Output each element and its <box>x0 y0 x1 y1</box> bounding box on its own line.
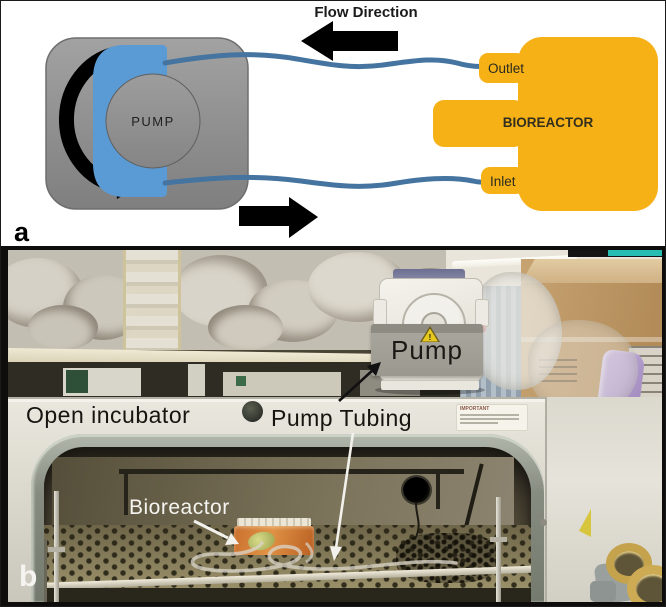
bioreactor-body <box>518 37 658 211</box>
important-sticker: IMPORTANT <box>456 404 528 431</box>
gauge-ring <box>627 565 662 602</box>
tube-top <box>162 52 491 70</box>
pump-label: PUMP <box>131 114 175 129</box>
sticker-title: IMPORTANT <box>460 406 490 412</box>
support-post <box>188 364 205 396</box>
pump-base <box>381 380 479 390</box>
rod-clamp <box>48 547 65 552</box>
bioreactor-shape <box>433 37 658 211</box>
back-rail-post <box>436 469 440 509</box>
panel-b-label: b <box>19 560 38 593</box>
stored-box-mark <box>236 376 246 386</box>
pump-tubing-label: Pump Tubing <box>271 405 413 431</box>
gauge-valve <box>590 581 616 602</box>
door-knob <box>242 401 263 422</box>
bioreactor-arrow-white <box>193 519 239 545</box>
port-wire <box>415 502 420 538</box>
peristaltic-pump: ! Pump <box>371 269 489 395</box>
access-port <box>403 477 430 503</box>
tubing-and-wires <box>190 502 458 573</box>
tube-bottom <box>162 174 492 189</box>
outlet-label: Outlet <box>488 61 524 76</box>
teal-strip <box>608 250 662 256</box>
bioreactor-inlet-tab <box>481 167 525 194</box>
panel-a-label: a <box>14 217 30 246</box>
shelf-rod-right <box>496 497 501 602</box>
flow-direction-label: Flow Direction <box>314 4 417 21</box>
flow-arrow-left-icon <box>301 21 398 61</box>
rotation-arrow-icon <box>58 46 117 192</box>
door-opening <box>44 447 531 602</box>
panel-a-diagram: Flow Direction PUMP Outlet Inlet BIOREAC… <box>14 4 658 246</box>
bioreactor-outlet-tab <box>479 53 525 83</box>
pump-shadow <box>375 385 485 395</box>
shelf-rod-left <box>54 491 59 602</box>
back-rail-post <box>124 469 128 515</box>
annotation-arrows <box>193 362 381 561</box>
flow-arrow-bottom-icon <box>239 197 318 238</box>
stored-box-green <box>66 370 88 393</box>
tray-sleeve <box>123 250 181 350</box>
sticker-text-line <box>460 422 499 424</box>
back-rail <box>119 469 464 474</box>
screw <box>540 519 547 526</box>
box-tape <box>521 337 662 342</box>
sticker-text-line <box>460 414 519 416</box>
open-incubator-label: Open incubator <box>26 402 191 428</box>
pump-arrow-black <box>338 362 381 402</box>
rod-clamp <box>490 537 507 542</box>
below-shelf <box>44 588 531 602</box>
tubing-arrow-white <box>330 432 355 561</box>
bioreactor-left-tab <box>433 100 525 147</box>
bioreactor-label: BIOREACTOR <box>503 115 594 130</box>
clear-tubing-drop <box>304 541 314 564</box>
pump-circle <box>105 73 201 169</box>
pump-photo-label: Pump <box>391 335 463 365</box>
bioreactor-photo-label: Bioreactor <box>129 496 230 519</box>
sticker-text-line <box>460 418 519 420</box>
clear-tubing <box>190 541 458 573</box>
pressure-gauges <box>590 543 662 602</box>
shelf-rod-far-left <box>44 539 47 602</box>
photo-content: ! Pump Open incubator Pump Tubing IMPORT… <box>8 250 662 602</box>
bioreactor-cap <box>237 518 311 527</box>
panel-b-photo: ! Pump Open incubator Pump Tubing IMPORT… <box>1 246 665 606</box>
inlet-label: Inlet <box>490 174 516 189</box>
